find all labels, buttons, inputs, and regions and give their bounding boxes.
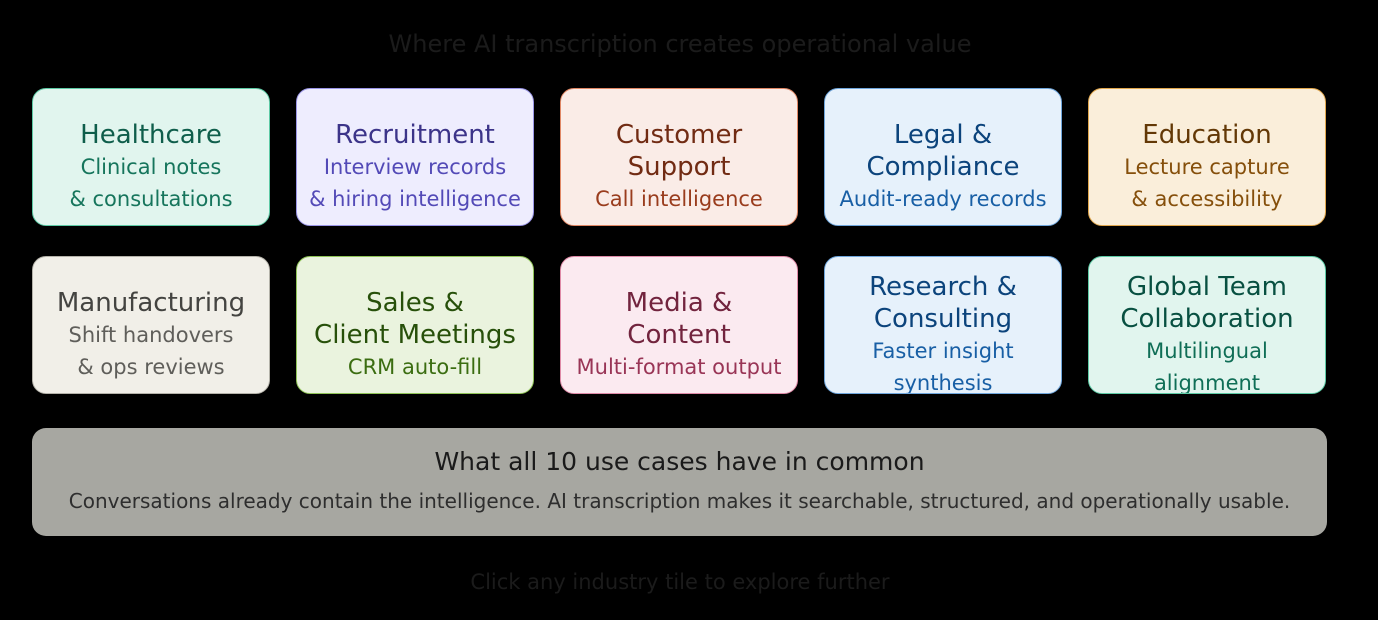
summary-body: Conversations already contain the intell…	[68, 489, 1291, 513]
tile-subtitle: Audit-ready records	[839, 187, 1047, 211]
tile-education[interactable]: Education Lecture capture& accessibility	[1088, 88, 1326, 226]
tile-healthcare[interactable]: Healthcare Clinical notes& consultations	[32, 88, 270, 226]
summary-title: What all 10 use cases have in common	[434, 447, 925, 476]
tile-media-content[interactable]: Media &Content Multi-format output	[560, 256, 798, 394]
tile-subtitle: Clinical notes& consultations	[69, 155, 233, 211]
tile-name: Research &Consulting	[869, 272, 1017, 334]
tile-manufacturing[interactable]: Manufacturing Shift handovers& ops revie…	[32, 256, 270, 394]
diagram-title: Where AI transcription creates operation…	[388, 30, 972, 58]
tile-subtitle: Shift handovers& ops reviews	[68, 323, 234, 379]
tile-subtitle: Call intelligence	[595, 187, 763, 211]
tile-name: Legal &Compliance	[866, 120, 1020, 182]
tile-name: Media &Content	[625, 288, 733, 350]
tile-legal-compliance[interactable]: Legal &Compliance Audit-ready records	[824, 88, 1062, 226]
tile-recruitment[interactable]: Recruitment Interview records& hiring in…	[296, 88, 534, 226]
tile-name: Recruitment	[335, 120, 495, 150]
tile-name: Sales &Client Meetings	[314, 288, 516, 350]
tile-name: Manufacturing	[56, 288, 246, 318]
tile-name: Healthcare	[80, 120, 222, 150]
tile-subtitle: CRM auto-fill	[347, 355, 483, 379]
summary-panel: What all 10 use cases have in common Con…	[32, 428, 1327, 536]
tile-name: Education	[1142, 120, 1272, 150]
tile-subtitle: Multi-format output	[576, 355, 782, 379]
tile-subtitle: Interview records& hiring intelligence	[309, 155, 521, 211]
tile-subtitle: Lecture capture& accessibility	[1124, 155, 1290, 211]
hint-text: Click any industry tile to explore furth…	[470, 570, 890, 594]
tile-sales-client-meetings[interactable]: Sales &Client Meetings CRM auto-fill	[296, 256, 534, 394]
